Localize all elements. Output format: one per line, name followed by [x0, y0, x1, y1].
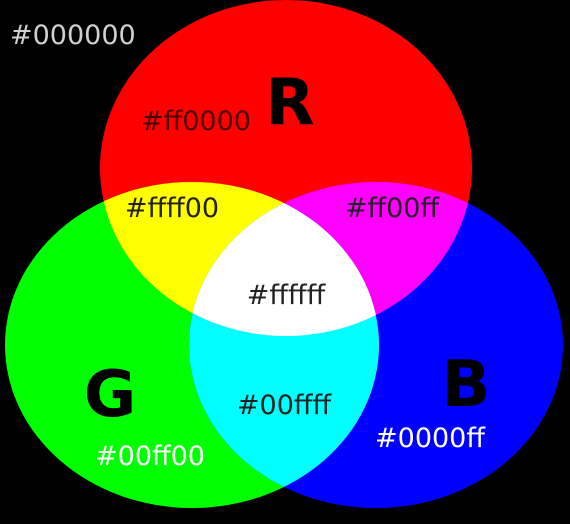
background-label: #000000	[10, 20, 136, 51]
blue-label: #0000ff	[375, 423, 486, 454]
green-letter: G	[84, 358, 137, 432]
green-label: #00ff00	[95, 441, 205, 472]
blue-letter: B	[442, 348, 491, 422]
red-label: #ff0000	[141, 106, 251, 137]
yellow-label: #ffff00	[125, 193, 219, 224]
magenta-label: #ff00ff	[345, 193, 441, 224]
white-label: #ffffff	[247, 280, 327, 311]
red-letter: R	[265, 66, 314, 140]
cyan-label: #00ffff	[237, 390, 333, 421]
center-overlap	[189, 182, 379, 336]
